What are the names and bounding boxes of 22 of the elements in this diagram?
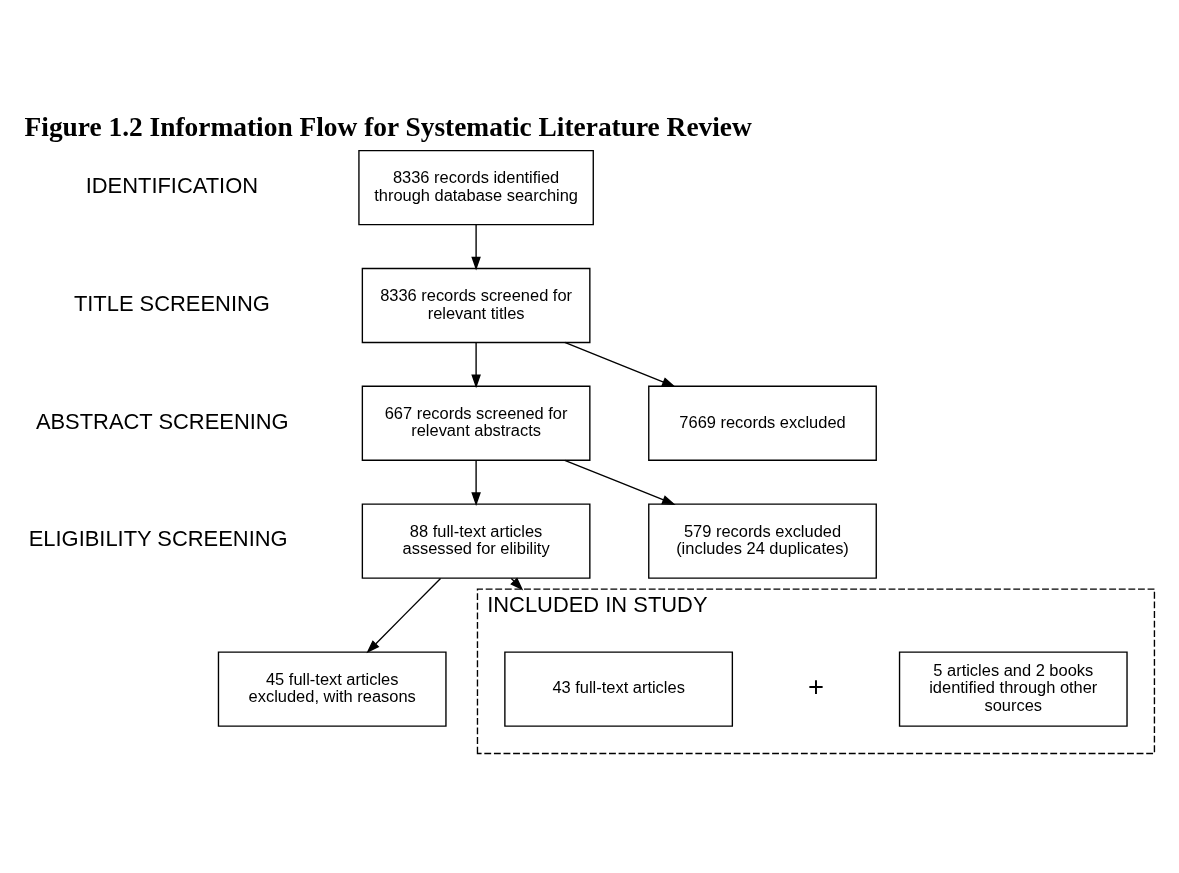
diagram-title: Figure 1.2 Information Flow for Systematic Literature Review: [24, 111, 752, 142]
node-box: 43 full-text articles: [504, 650, 734, 727]
node-box: 5 articles and 2 books identified through other sources: [898, 650, 1128, 727]
label: ABSTRACT SCREENING: [35, 408, 289, 433]
arrow: [564, 341, 676, 387]
node-box: 45 full-text articles excluded, with reasons: [217, 650, 447, 727]
node-box: 8336 records identified through database searching: [358, 149, 594, 225]
node-box: 667 records screened for relevant abstracts: [361, 385, 591, 461]
label: +: [807, 670, 824, 702]
arrow: [471, 223, 481, 270]
arrow: [564, 459, 676, 505]
node-box: 7669 records excluded: [648, 385, 877, 461]
label: ELIGIBILITY SCREENING: [28, 525, 288, 551]
arrow: [471, 341, 481, 388]
label: IDENTIFICATION: [85, 172, 259, 198]
node-box: 8336 records screened for relevant titles: [361, 267, 591, 343]
arrow: [366, 577, 442, 653]
label: TITLE SCREENING: [73, 290, 270, 316]
arrow: [510, 576, 524, 591]
node-box: 579 records excluded (includes 24 duplicates): [648, 502, 877, 579]
arrow: [471, 459, 481, 506]
node-box: 88 full-text articles assessed for elibility: [361, 502, 591, 579]
